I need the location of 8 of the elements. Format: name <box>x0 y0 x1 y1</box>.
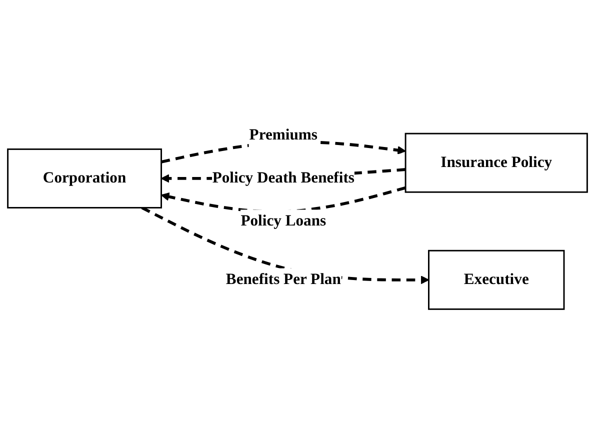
edge-label: Policy Death Benefits <box>212 170 354 186</box>
edge-label: Benefits Per Plan <box>226 271 341 288</box>
edge-label: Premiums <box>249 126 318 144</box>
node-box: Insurance Policy <box>404 132 588 193</box>
node-box: Executive <box>428 250 565 310</box>
arrow <box>141 206 430 284</box>
edge-label: Policy Loans <box>240 212 326 230</box>
node-box: Corporation <box>7 148 162 208</box>
